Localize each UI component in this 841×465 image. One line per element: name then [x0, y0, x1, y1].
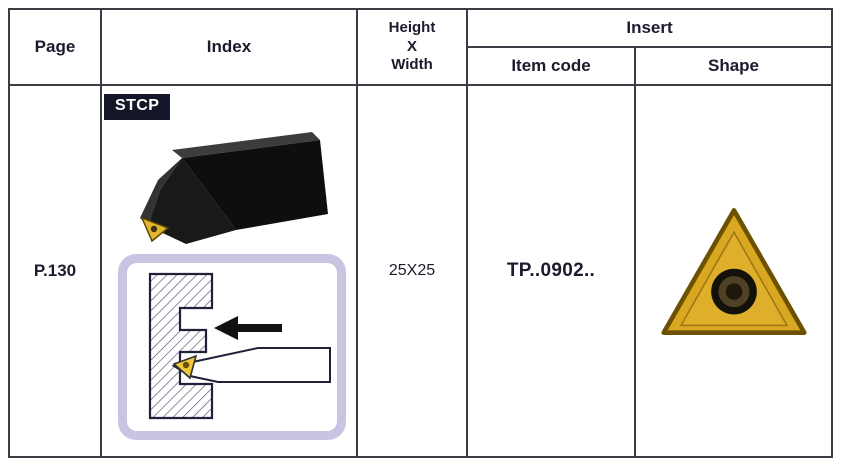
header-height-width: Height X Width	[358, 10, 468, 86]
height-width-value: 25X25	[358, 86, 468, 456]
item-code-value: TP..0902..	[468, 86, 636, 456]
tool-holder-image	[124, 128, 334, 250]
header-page: Page	[10, 10, 102, 86]
index-cell: STCP	[102, 86, 358, 456]
catalog-table: Page Index Height X Width Insert Item co…	[8, 8, 833, 458]
header-index: Index	[102, 10, 358, 86]
index-type-badge: STCP	[104, 94, 171, 120]
insert-shape-cell	[636, 86, 831, 456]
insert-shape-image	[658, 203, 810, 340]
workpiece-cross-section	[148, 272, 214, 420]
page-value: P.130	[10, 86, 102, 456]
header-insert: Insert	[468, 10, 831, 48]
header-shape: Shape	[636, 48, 831, 86]
feed-direction-arrow	[214, 316, 282, 340]
header-item-code: Item code	[468, 48, 636, 86]
application-diagram	[118, 254, 346, 440]
